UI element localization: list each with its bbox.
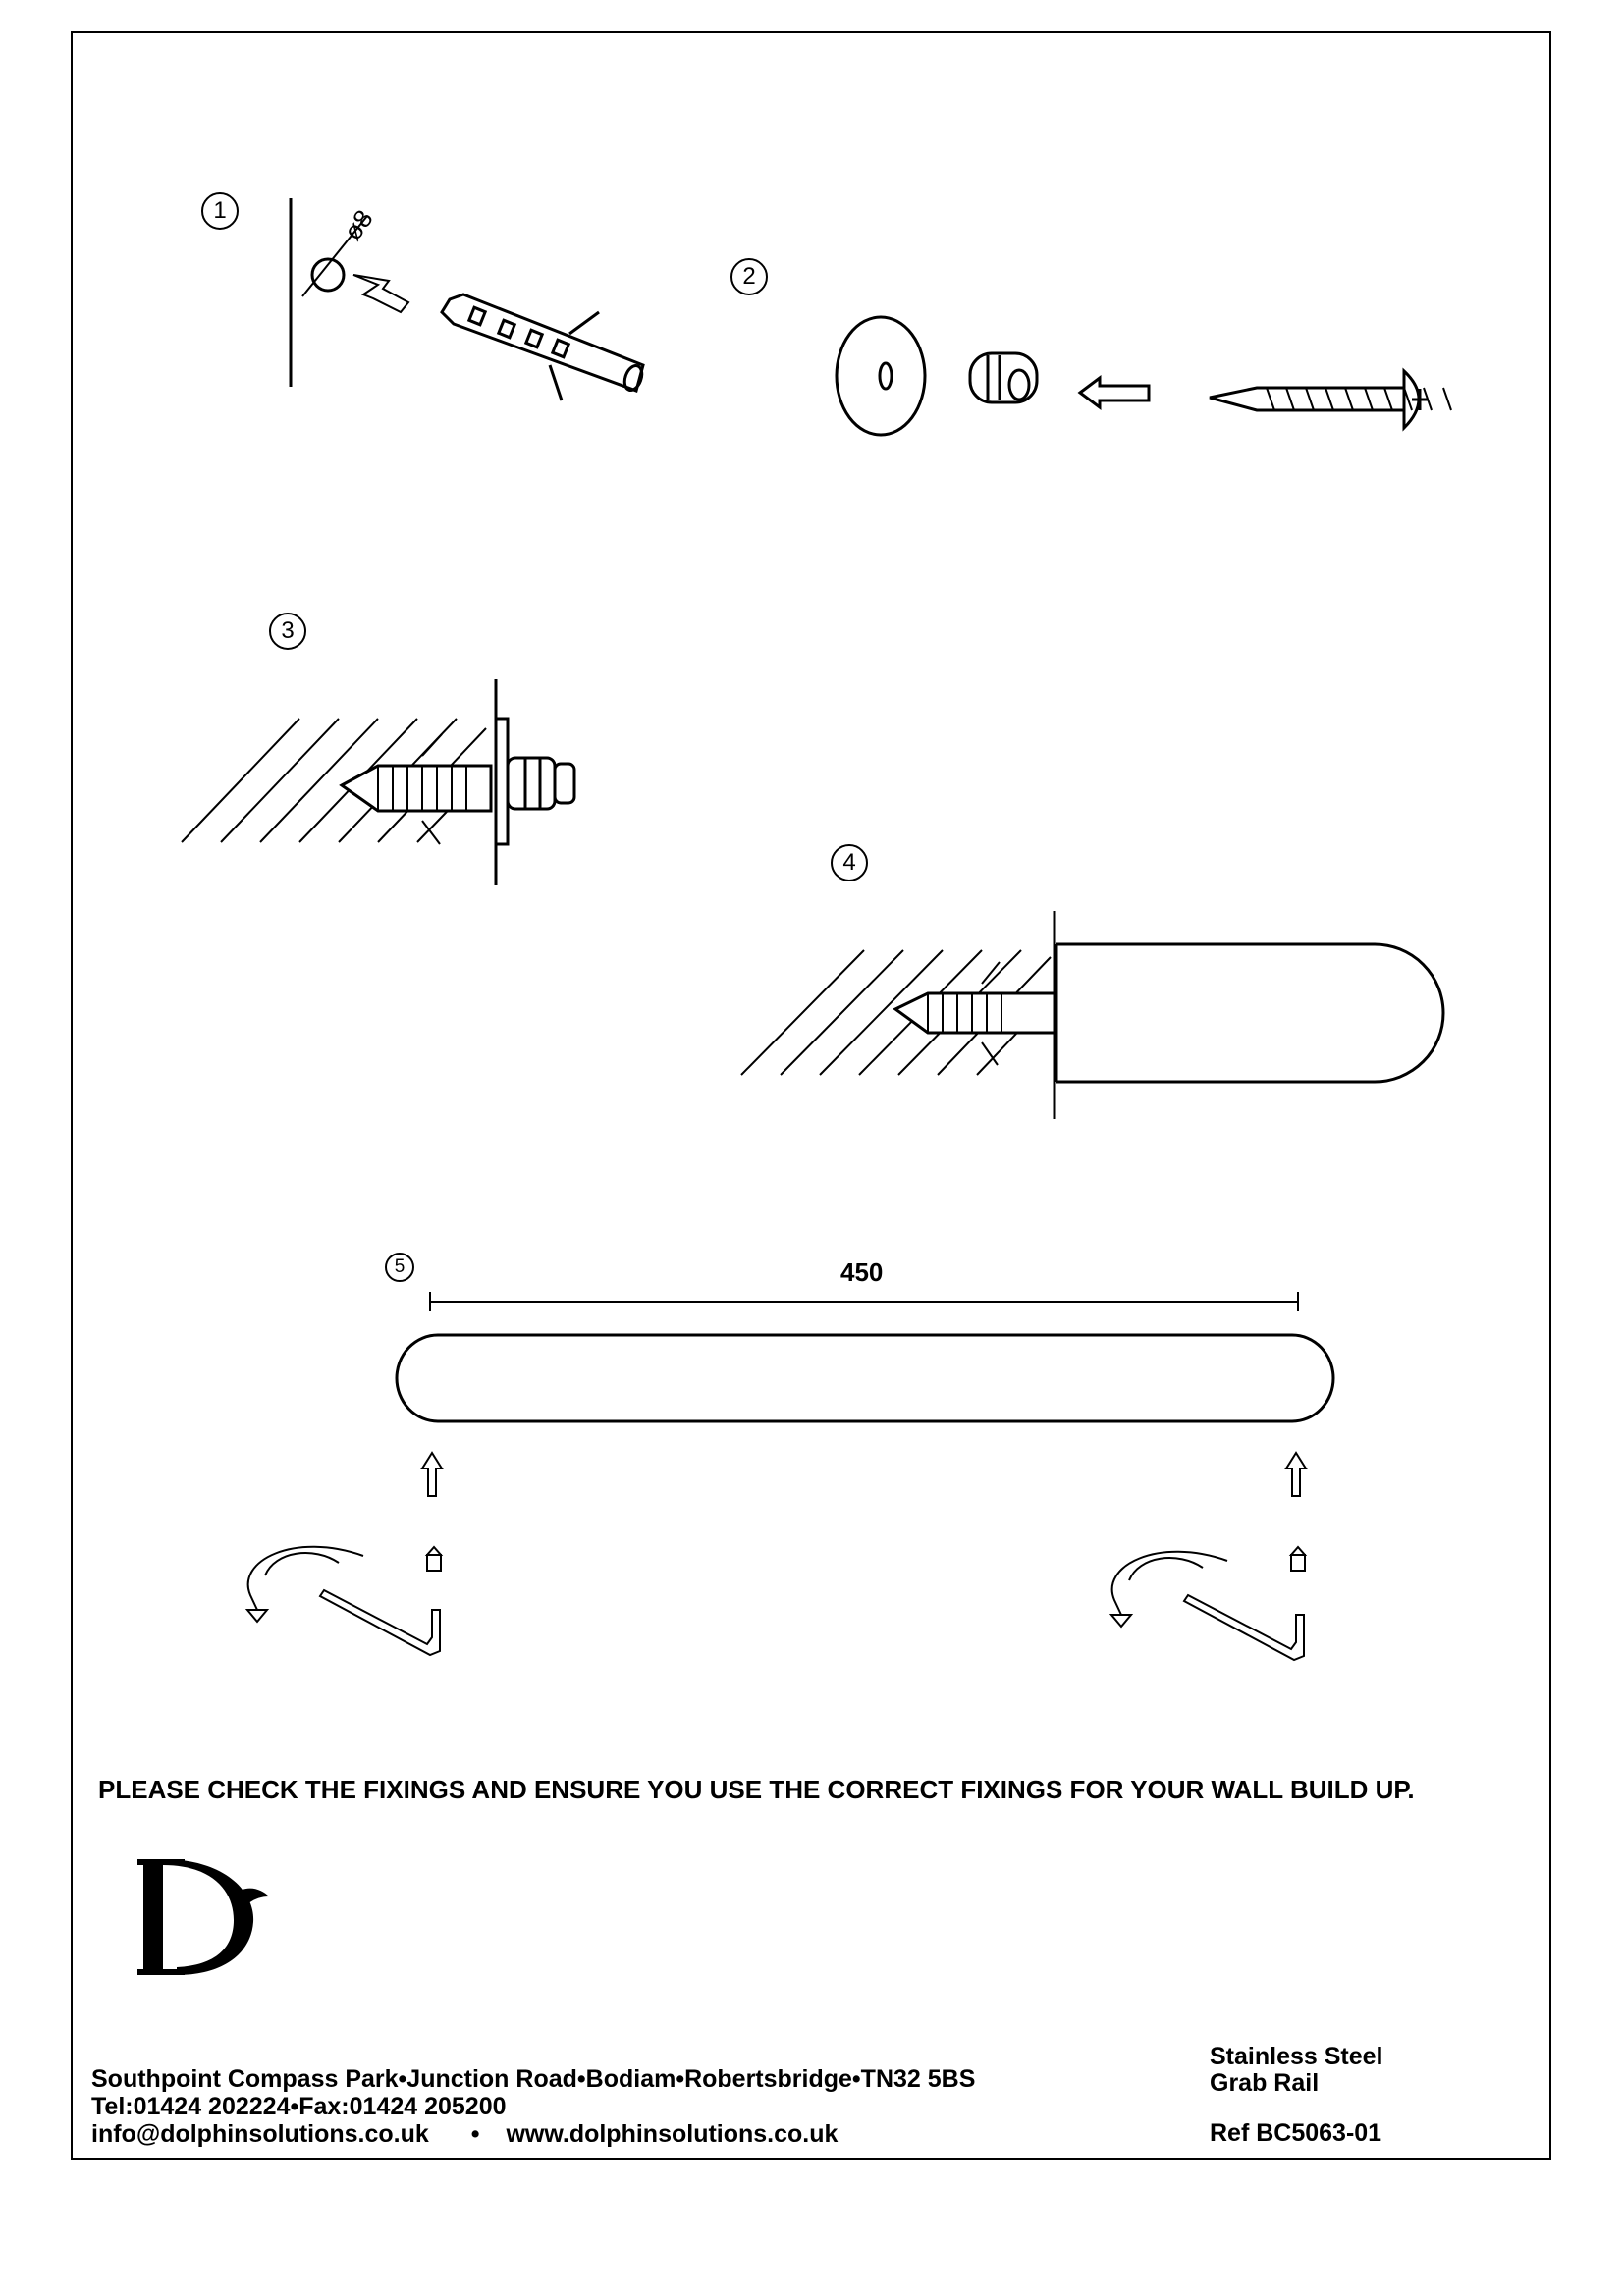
company-contact-line: info@dolphinsolutions.co.uk • www.dolphi… bbox=[91, 2120, 838, 2149]
dolphin-logo bbox=[137, 1859, 269, 1975]
rail-length-dimension: 450 bbox=[840, 1257, 884, 1287]
step-5-number: 5 bbox=[385, 1253, 414, 1282]
step2-drawing bbox=[835, 315, 1452, 437]
company-website[interactable]: www.dolphinsolutions.co.uk bbox=[506, 2120, 839, 2148]
page-frame bbox=[71, 31, 1551, 2160]
arrow-up-icon bbox=[420, 1451, 444, 1497]
product-reference: Ref BC5063-01 bbox=[1210, 2119, 1382, 2147]
step-2-number: 2 bbox=[730, 258, 768, 295]
company-email[interactable]: info@dolphinsolutions.co.uk bbox=[91, 2120, 429, 2148]
company-phone-fax: Tel:01424 202224•Fax:01424 205200 bbox=[91, 2093, 507, 2120]
grab-rail-icon bbox=[395, 1333, 1335, 1423]
grub-screw-icon bbox=[424, 1545, 444, 1572]
step-1-number: 1 bbox=[201, 192, 239, 230]
allen-key-icon bbox=[1109, 1550, 1305, 1662]
step-4-number: 4 bbox=[831, 844, 868, 881]
step4-drawing bbox=[740, 911, 1445, 1119]
fixings-warning: PLEASE CHECK THE FIXINGS AND ENSURE YOU … bbox=[98, 1775, 1415, 1804]
product-name-line1: Stainless Steel bbox=[1210, 2043, 1383, 2070]
insert-arrow-icon bbox=[352, 274, 410, 314]
arrow-left-icon bbox=[1077, 375, 1151, 410]
step3-drawing bbox=[181, 679, 576, 885]
screw-icon bbox=[1209, 367, 1452, 432]
washer-icon bbox=[835, 315, 927, 437]
contact-separator: • bbox=[470, 2120, 480, 2148]
product-name: Stainless Steel Grab Rail bbox=[1210, 2044, 1382, 2097]
arrow-up-icon bbox=[1284, 1451, 1308, 1497]
step-3-number: 3 bbox=[269, 613, 306, 650]
end-cap-icon bbox=[1056, 942, 1445, 1084]
allen-key-icon bbox=[244, 1545, 441, 1657]
drill-hole-icon bbox=[310, 257, 346, 293]
step5-drawing bbox=[244, 1292, 1335, 1662]
grub-screw-icon bbox=[1288, 1545, 1308, 1572]
wall-plug-icon bbox=[440, 293, 645, 401]
spacer-icon bbox=[968, 351, 1039, 404]
step1-drawing bbox=[289, 198, 645, 401]
company-address: Southpoint Compass Park•Junction Road•Bo… bbox=[91, 2065, 976, 2093]
product-name-line2: Grab Rail bbox=[1210, 2069, 1320, 2097]
